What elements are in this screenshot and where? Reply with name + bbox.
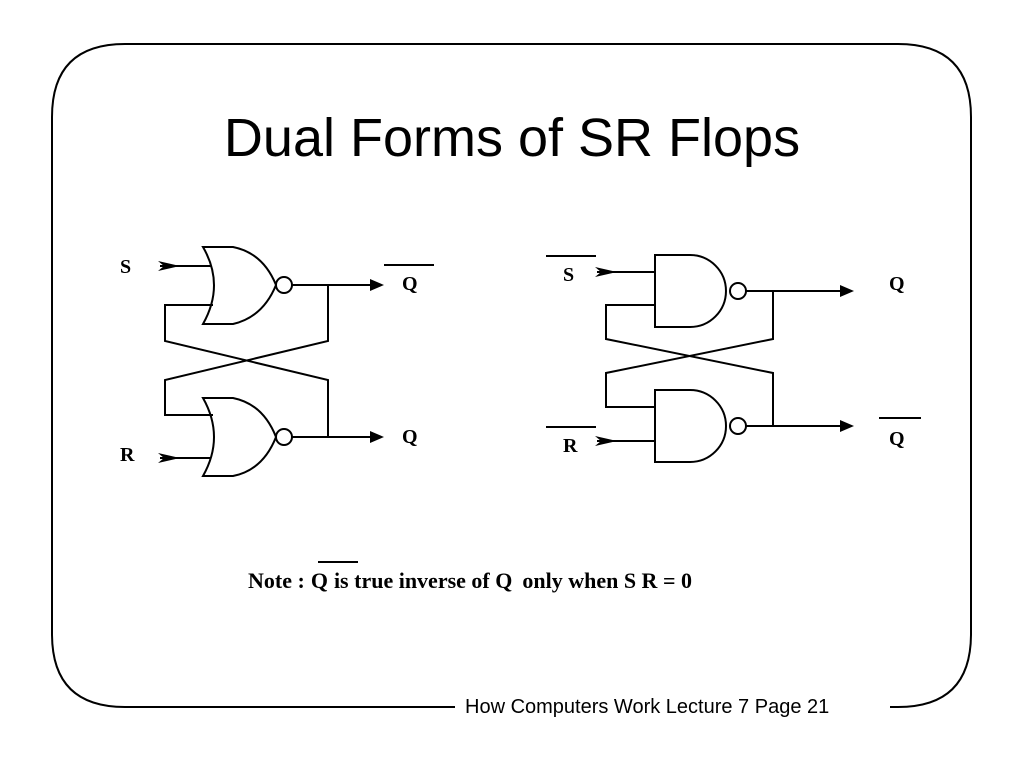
nor-input-s-arrow-icon [158,261,180,271]
nor-latch: S R Q Q [120,246,434,477]
nand-label-q-top: Q [889,273,905,295]
nor-label-s: S [120,256,131,278]
nand-label-r: R [563,435,578,457]
nor-feedback-top-to-bottom [164,285,329,416]
nor-gate-top [201,246,278,325]
nor-gate-bottom-bubble [275,428,293,446]
nand-gate-top [654,254,727,328]
slide-title: Dual Forms of SR Flops [224,108,800,168]
nand-feedback-top-to-bottom [605,291,774,408]
note-middle: is true inverse of Q [334,568,512,593]
nor-output-bottom-arrow-icon [370,431,384,443]
nor-label-q-bottom: Q [402,426,418,448]
note-prefix: Note : [248,568,305,593]
nor-label-r: R [120,444,135,466]
nand-output-bottom-arrow-icon [840,420,854,432]
note-suffix: only when S R = 0 [522,568,692,593]
slide-footer: How Computers Work Lecture 7 Page 21 [465,696,829,718]
nor-input-r-arrow-icon [158,453,180,463]
nand-output-top-arrow-icon [840,285,854,297]
nor-gate-bottom [201,397,278,477]
nand-label-s: S [563,264,574,286]
nand-feedback-bottom-to-top [605,304,774,426]
nand-gate-bottom [654,389,727,463]
slide-frame [51,43,972,708]
nor-label-q-top: Q [402,273,418,295]
nand-input-s-arrow-icon [595,267,617,277]
nand-gate-bottom-bubble [729,417,747,435]
nand-gate-top-bubble [729,282,747,300]
nand-label-q-bottom: Q [889,428,905,450]
nor-output-top-arrow-icon [370,279,384,291]
nor-feedback-bottom-to-top [164,304,329,437]
note-qbar: Q [311,568,328,593]
nand-input-r-arrow-icon [595,436,617,446]
nand-latch: S R Q Q [546,254,921,463]
nor-gate-top-bubble [275,276,293,294]
